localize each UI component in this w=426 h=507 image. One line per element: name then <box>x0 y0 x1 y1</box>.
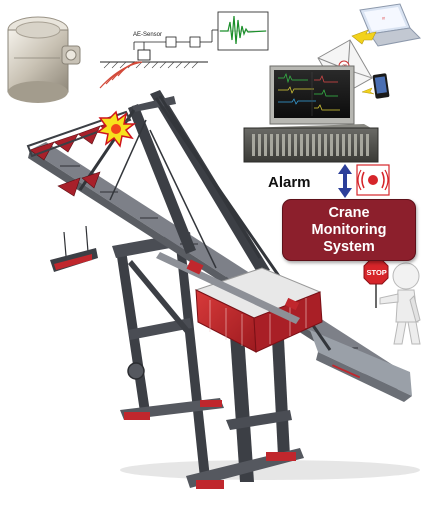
ae-sensor-label: AE-Sensor <box>133 32 163 38</box>
notify-arrow-icon <box>351 29 377 45</box>
stop-figure-icon: STOP <box>363 259 421 345</box>
laptop-icon: !!! <box>359 3 422 47</box>
notify-arrow-small-icon <box>361 87 375 95</box>
bidirectional-arrow-icon <box>338 164 352 198</box>
monitor-icon <box>269 65 355 125</box>
system-title-line3: System <box>323 238 375 255</box>
ae-sensor-schematic <box>99 29 218 89</box>
alarm-label: Alarm <box>268 174 311 191</box>
phone-icon <box>372 73 390 99</box>
system-title-line2: Monitoring <box>311 221 387 238</box>
sensor-device-icon <box>7 16 81 103</box>
crack-burst-icon <box>96 110 137 148</box>
stop-sign-label: STOP <box>367 268 387 277</box>
crane-structure: ▬▬▬▬▬ <box>26 90 420 489</box>
data-acquisition-icon <box>243 124 379 163</box>
machinery-house <box>194 267 323 353</box>
waveform-chart-icon <box>217 11 269 51</box>
alarm-signal-icon <box>356 164 390 196</box>
system-title-line1: Crane <box>328 204 370 221</box>
crane-monitoring-system-box: Crane Monitoring System <box>282 199 416 261</box>
svg-text:!!!: !!! <box>381 16 385 21</box>
